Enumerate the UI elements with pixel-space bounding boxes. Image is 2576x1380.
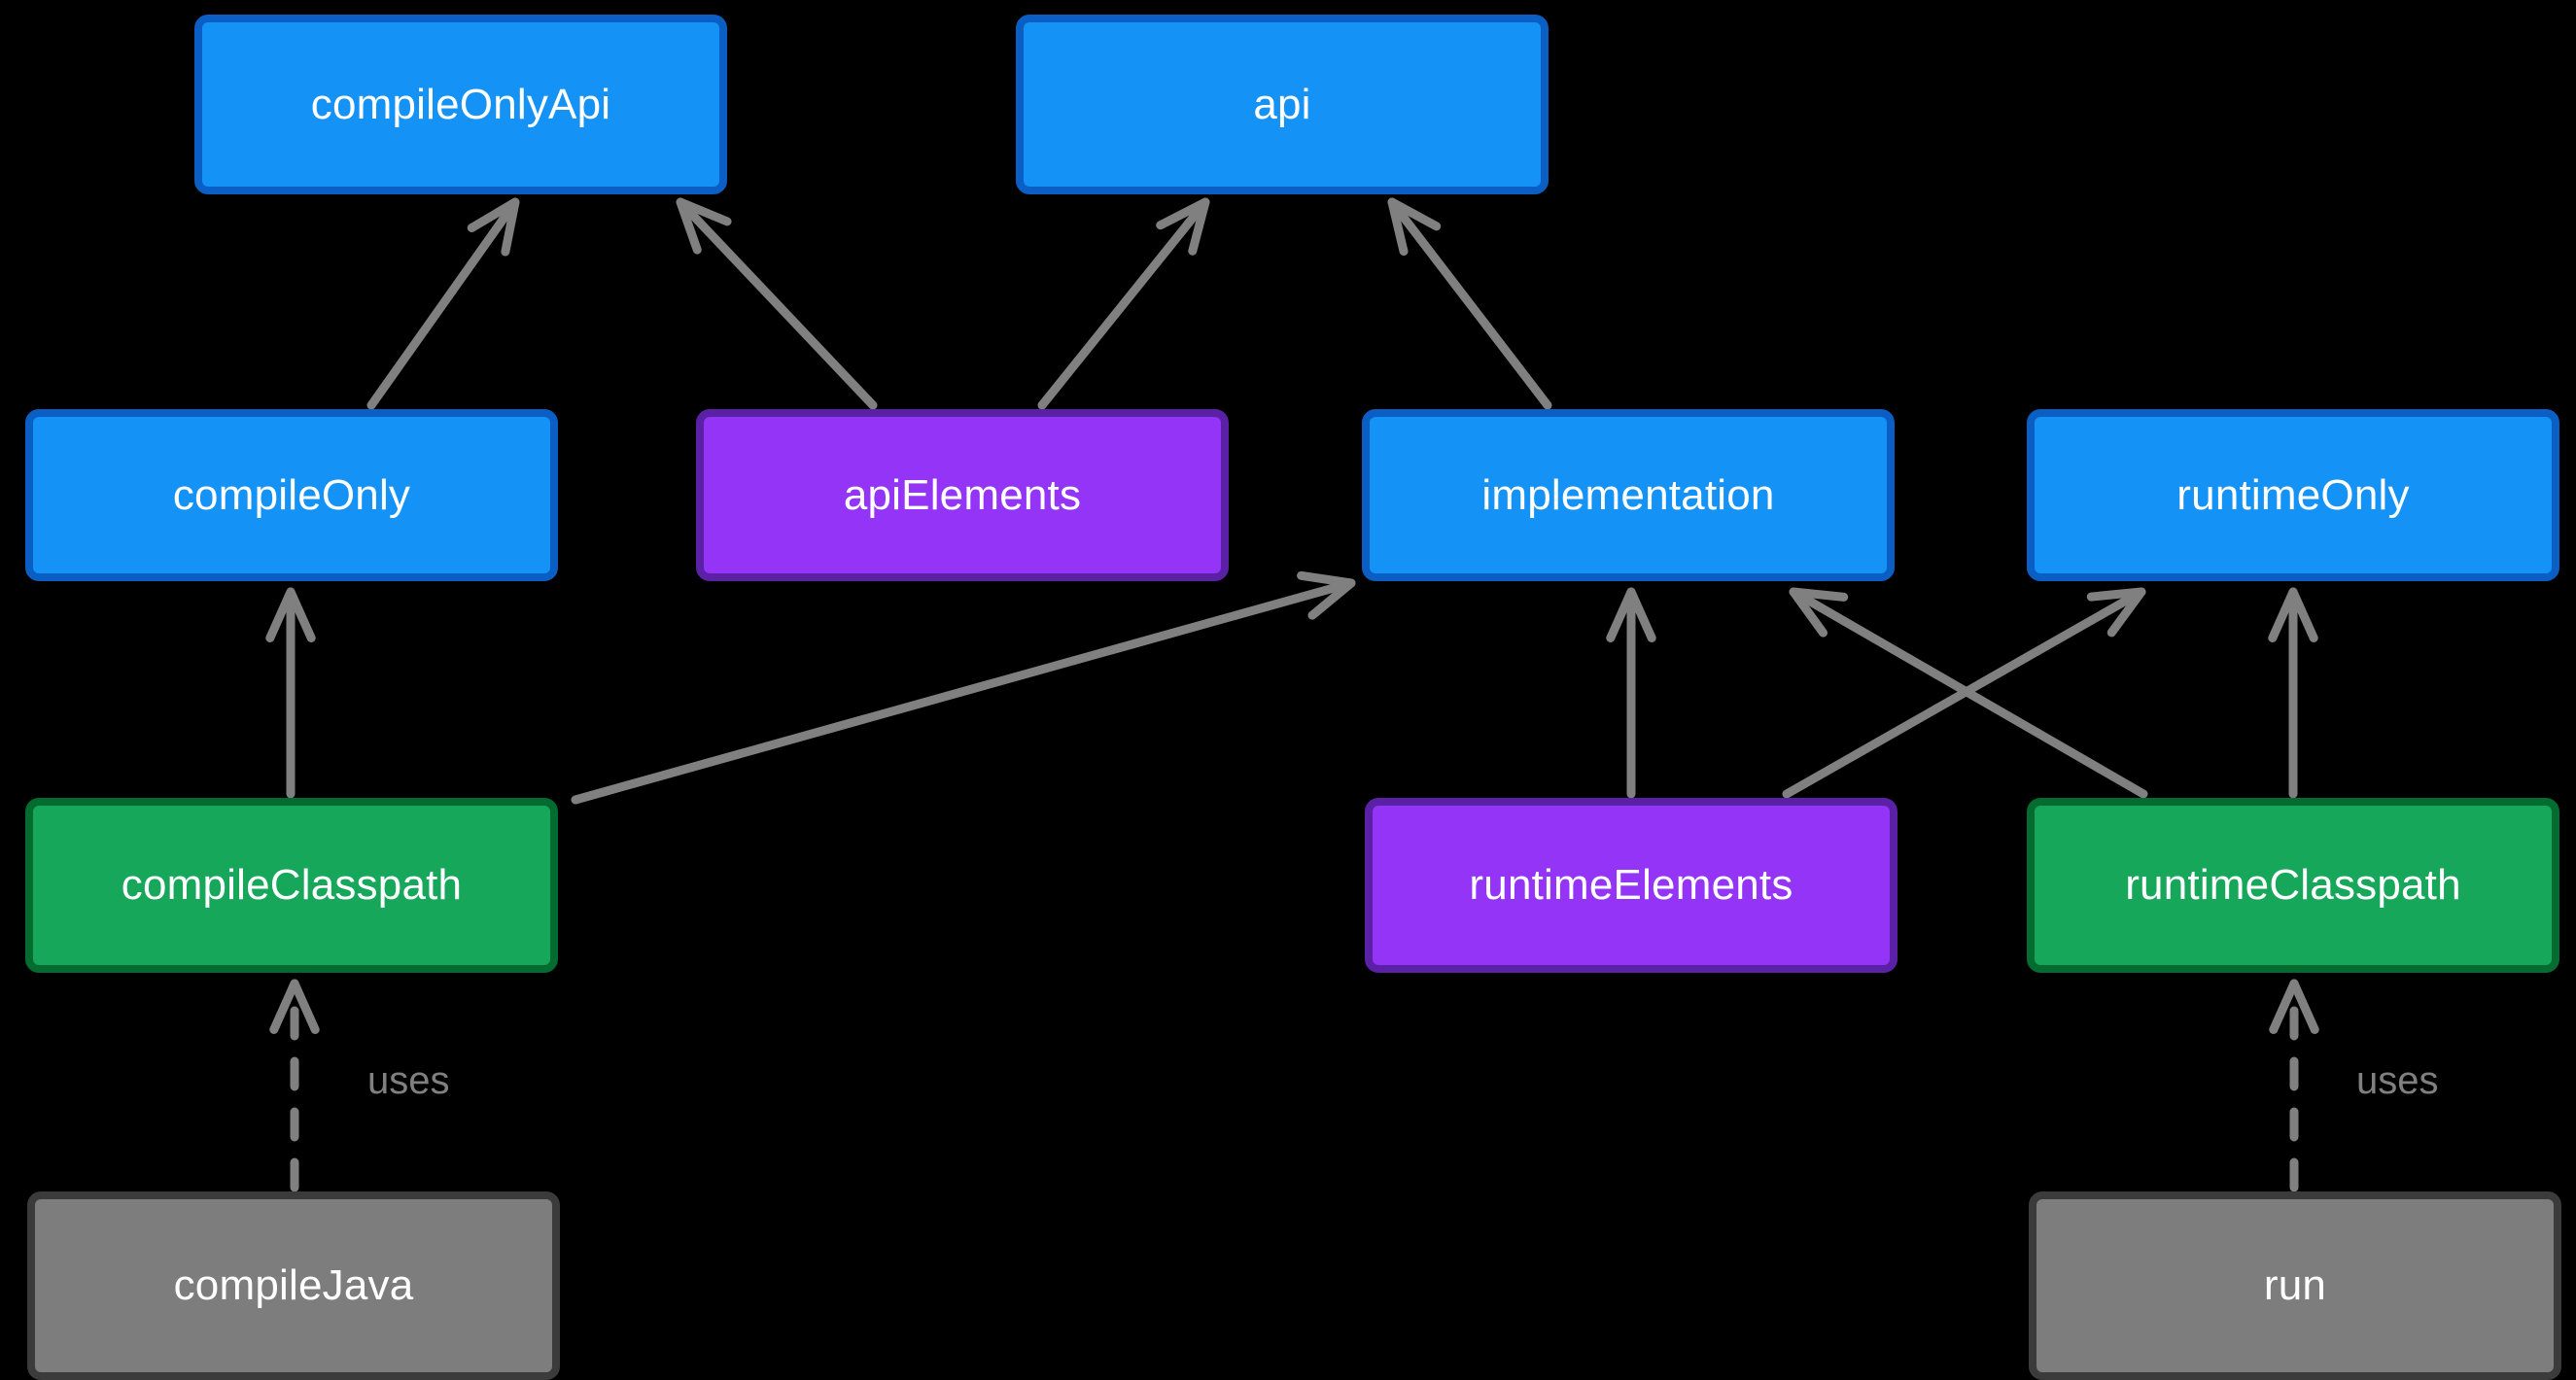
node-label-api: api xyxy=(1253,80,1311,128)
edge-line-apiElements-to-compileOnlyApi xyxy=(676,197,878,410)
node-label-compileClasspath: compileClasspath xyxy=(121,861,463,909)
arrow-head-compileClasspath-to-compileOnly xyxy=(265,587,316,642)
arrow-head-run-uses-runtimeClasspath xyxy=(2269,979,2319,1034)
arrow-head-apiElements-to-compileOnlyApi xyxy=(676,197,732,255)
node-implementation[interactable]: implementation xyxy=(1362,409,1895,581)
arrow-head-runtimeClasspath-to-runtimeOnly xyxy=(2268,587,2318,642)
node-api[interactable]: api xyxy=(1016,15,1549,194)
node-compileOnly[interactable]: compileOnly xyxy=(25,409,558,581)
arrow-head-runtimeClasspath-to-implementation xyxy=(1789,587,1849,638)
arrow-head-runtimeElements-to-implementation xyxy=(1606,587,1656,642)
edge-line-implementation-to-api xyxy=(1387,197,1552,410)
node-run[interactable]: run xyxy=(2029,1191,2561,1380)
node-compileOnlyApi[interactable]: compileOnlyApi xyxy=(194,15,727,194)
node-runtimeElements[interactable]: runtimeElements xyxy=(1365,798,1897,973)
edge-line-runtimeClasspath-to-implementation xyxy=(1789,587,2148,799)
edge-label-uses-left: uses xyxy=(367,1059,450,1102)
node-label-runtimeClasspath: runtimeClasspath xyxy=(2125,861,2461,909)
node-label-apiElements: apiElements xyxy=(843,470,1082,519)
arrow-head-compileOnly-to-compileOnlyApi xyxy=(467,197,520,257)
edge-line-apiElements-to-api xyxy=(1037,197,1210,410)
node-label-runtimeOnly: runtimeOnly xyxy=(2176,470,2410,519)
node-label-run: run xyxy=(2263,1261,2327,1309)
edges-group xyxy=(265,197,2319,1192)
node-runtimeOnly[interactable]: runtimeOnly xyxy=(2027,409,2559,581)
arrow-head-compileJava-uses-compileClasspath xyxy=(269,979,320,1034)
edge-line-compileOnly-to-compileOnlyApi xyxy=(366,197,520,410)
node-label-implementation: implementation xyxy=(1481,470,1775,519)
edge-line-compileClasspath-to-implementation xyxy=(571,578,1356,805)
edge-label-uses-right: uses xyxy=(2356,1059,2439,1102)
node-apiElements[interactable]: apiElements xyxy=(696,409,1229,581)
node-label-compileOnlyApi: compileOnlyApi xyxy=(310,80,611,128)
node-compileClasspath[interactable]: compileClasspath xyxy=(25,798,558,973)
arrow-head-apiElements-to-api xyxy=(1156,197,1210,256)
node-label-compileJava: compileJava xyxy=(173,1261,414,1309)
arrow-head-implementation-to-api xyxy=(1387,197,1442,257)
edge-line-runtimeElements-to-runtimeOnly xyxy=(1782,587,2146,799)
node-label-runtimeElements: runtimeElements xyxy=(1469,861,1793,909)
arrow-head-runtimeElements-to-runtimeOnly xyxy=(2086,587,2146,638)
node-runtimeClasspath[interactable]: runtimeClasspath xyxy=(2027,798,2559,973)
arrow-head-compileClasspath-to-implementation xyxy=(1297,570,1356,620)
node-compileJava[interactable]: compileJava xyxy=(27,1191,560,1380)
node-label-compileOnly: compileOnly xyxy=(172,470,411,519)
